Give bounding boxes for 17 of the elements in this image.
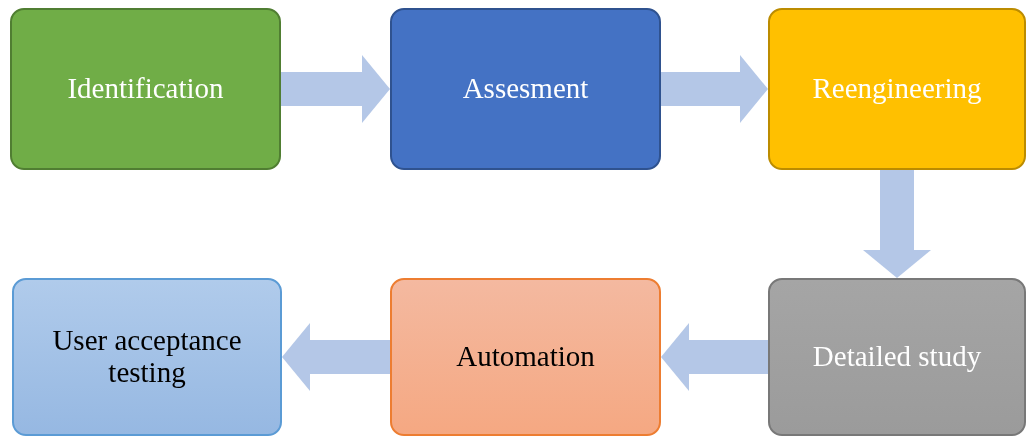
box-label: Detailed study [811, 341, 983, 373]
block-arrow [282, 323, 390, 391]
block-arrow [661, 55, 768, 123]
box-label: Reengineering [811, 73, 983, 105]
process-box [390, 8, 661, 170]
process-box [768, 278, 1026, 436]
process-box [768, 8, 1026, 170]
block-arrow [281, 55, 390, 123]
box-label: Automation [455, 341, 596, 373]
box-label: Identification [66, 73, 225, 105]
block-arrow [863, 170, 931, 278]
block-arrow [661, 323, 768, 391]
process-box [390, 278, 661, 436]
box-label: User acceptance testing [51, 325, 243, 389]
process-box [10, 8, 281, 170]
process-box [12, 278, 282, 436]
box-label: Assesment [461, 73, 590, 105]
